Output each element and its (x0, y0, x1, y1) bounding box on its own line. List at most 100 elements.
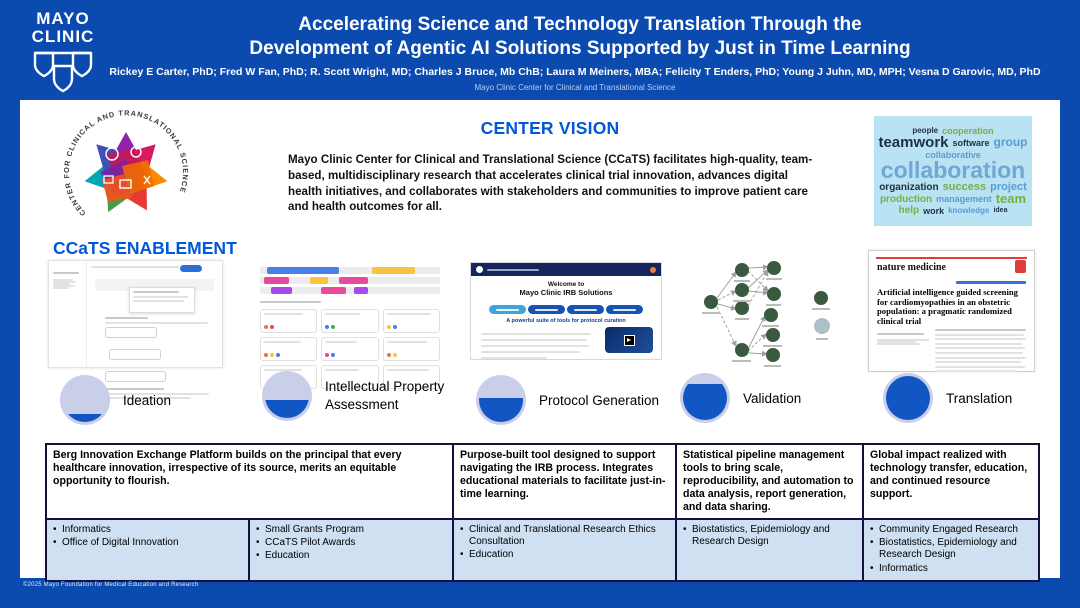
bullet-item: Informatics (51, 524, 242, 537)
irb-tab-bar (489, 305, 643, 314)
bullet-item: Education (458, 549, 669, 562)
paper-author-block (877, 329, 929, 345)
affiliation: Mayo Clinic Center for Clinical and Tran… (474, 83, 676, 92)
paper-title: Artificial intelligence guided screening… (877, 287, 1018, 326)
logo-text-mayo: MAYO (36, 9, 90, 28)
bullet-item: Office of Digital Innovation (51, 537, 242, 550)
gantt-chart (260, 267, 440, 294)
table-bullets-col3: Clinical and Translational Research Ethi… (453, 518, 676, 582)
word-cloud-word: collaboration (880, 156, 1026, 183)
nature-paper-thumbnail: nature medicine Artificial intelligence … (868, 250, 1035, 375)
poster-title-line1: Accelerating Science and Technology Tran… (298, 14, 862, 35)
bullet-item: Biostatistics, Epidemiology and Research… (868, 537, 1032, 562)
paper-doi-link (956, 281, 1026, 284)
poster-body: CENTER FOR CLINICAL AND TRANSLATIONAL SC… (20, 100, 1060, 583)
irb-body-text (481, 329, 591, 363)
table-bullets-col4: Biostatistics, Epidemiology and Research… (676, 518, 863, 582)
table-bullets-col2: Small Grants Program CCaTS Pilot Awards … (249, 518, 453, 582)
bullet-item: Community Engaged Research (868, 524, 1032, 537)
stage-protocol-generation: Protocol Generation (476, 375, 659, 425)
bullet-item: Biostatistics, Epidemiology and Research… (681, 524, 856, 549)
copyright-notice: ©2025 Mayo Foundation for Medical Educat… (23, 582, 199, 588)
collaboration-word-cloud: people cooperation teamwork software gro… (874, 116, 1032, 226)
irb-user-avatar (650, 266, 656, 273)
stage-label: Ideation (123, 392, 172, 408)
word-cloud-word: group (993, 135, 1028, 150)
table-bullets-col5: Community Engaged Research Biostatistics… (863, 518, 1039, 582)
irb-tab (606, 305, 643, 314)
stage-label: Translation (946, 390, 1013, 406)
word-cloud-word: people (912, 126, 939, 136)
irb-tab (567, 305, 604, 314)
analysis-dag-graph (688, 254, 873, 374)
table-desc-berg: Berg Innovation Exchange Platform builds… (46, 444, 453, 519)
word-cloud-word: idea (993, 206, 1008, 214)
stage-validation: Validation (680, 373, 801, 423)
mayo-clinic-logo: MAYO CLINIC (24, 10, 102, 101)
word-cloud-word: software (952, 137, 990, 148)
author-list: Rickey E Carter, PhD; Fred W Fan, PhD; R… (109, 66, 1041, 78)
nature-medicine-masthead: nature medicine (877, 262, 946, 273)
word-cloud-word: work (923, 205, 945, 216)
irb-welcome-line1: Welcome to (547, 281, 585, 288)
masthead-rule (876, 257, 1027, 259)
poster-title: Accelerating Science and Technology Tran… (130, 13, 1030, 60)
stage-label: Protocol Generation (539, 392, 660, 408)
logo-text-clinic: CLINIC (31, 26, 95, 46)
irb-app-logo-icon (476, 266, 483, 273)
progress-ball (883, 373, 933, 423)
irb-tagline: A powerful suite of tools for protocol c… (506, 318, 626, 324)
progress-ball (60, 375, 110, 425)
word-cloud-word: help (898, 205, 920, 217)
poster-title-line2: Development of Agentic AI Solutions Supp… (249, 37, 911, 59)
word-cloud-word: management (936, 194, 992, 205)
table-desc-global: Global impact realized with technology t… (863, 444, 1039, 519)
bullet-item: Clinical and Translational Research Ethi… (458, 524, 669, 549)
three-shields-icon (33, 51, 93, 92)
bullet-item: CCaTS Pilot Awards (254, 537, 446, 550)
stage-ip-assessment: Intellectual Property Assessment (262, 371, 477, 421)
ccats-center-logo: CENTER FOR CLINICAL AND TRANSLATIONAL SC… (62, 108, 189, 217)
ccats-enablement-heading: CCaTS ENABLEMENT (53, 238, 237, 258)
berg-tooltip-card (129, 287, 195, 313)
center-vision-text: Mayo Clinic Center for Clinical and Tran… (288, 153, 813, 214)
pipeline-dashboard-screenshot (260, 264, 440, 389)
table-desc-irb: Purpose-built tool designed to support n… (453, 444, 676, 519)
progress-ball (680, 373, 730, 423)
progress-ball (262, 371, 312, 421)
word-cloud-word: production (879, 193, 933, 205)
stage-label: Validation (743, 390, 802, 406)
progress-ball (476, 375, 526, 425)
table-desc-stats: Statistical pipeline management tools to… (676, 444, 863, 519)
enablement-table: Berg Innovation Exchange Platform builds… (45, 443, 1040, 583)
word-cloud-word: teamwork (878, 133, 949, 151)
ccats-flower-icon (84, 132, 168, 213)
irb-welcome-line2: Mayo Clinic IRB Solutions (519, 288, 613, 297)
table-bullets-col1: Informatics Office of Digital Innovation (46, 518, 249, 582)
word-cloud-word: knowledge (948, 206, 990, 216)
irb-tab (489, 305, 526, 314)
stage-ideation: Ideation (60, 375, 171, 425)
irb-header-bar (471, 263, 661, 276)
center-vision-heading: CENTER VISION (480, 118, 620, 138)
bullet-item: Education (254, 550, 446, 563)
stage-translation: Translation (883, 373, 1012, 423)
word-cloud-word: project (990, 181, 1027, 194)
word-cloud-word: team (995, 191, 1027, 207)
word-cloud-word: organization (879, 181, 939, 193)
irb-tab (528, 305, 565, 314)
paper-abstract-block (935, 329, 1026, 375)
berg-platform-screenshot (48, 260, 223, 399)
bullet-item: Informatics (868, 563, 1032, 576)
word-cloud-word: success (942, 181, 987, 194)
berg-action-button (180, 265, 202, 272)
irb-solutions-screenshot: Welcome to Mayo Clinic IRB Solutions A p… (470, 262, 662, 360)
word-cloud-word: cooperation (942, 125, 994, 136)
bullet-item: Small Grants Program (254, 524, 446, 537)
berg-content (105, 299, 213, 399)
play-icon (623, 334, 635, 346)
dag-legend (812, 291, 830, 340)
stage-label: Intellectual Property Assessment (325, 379, 445, 412)
berg-sidebar (49, 261, 87, 367)
nature-logo-icon (1015, 260, 1026, 273)
